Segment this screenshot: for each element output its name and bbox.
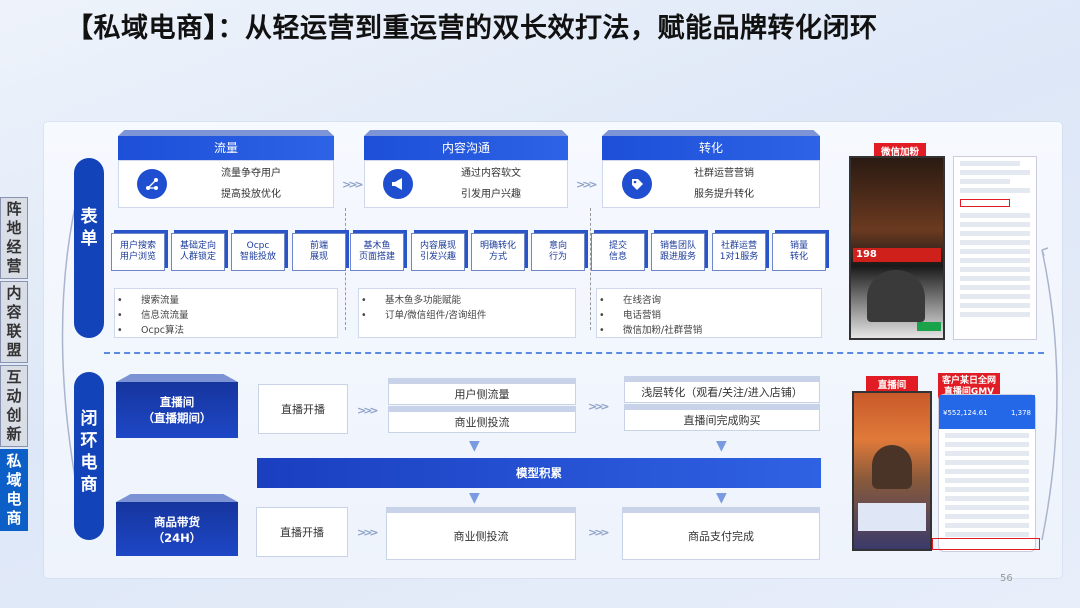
stage-line: 服务提升转化 (694, 189, 754, 200)
step-cube: 前端 展现 (292, 233, 346, 271)
flow-arc-left (61, 184, 81, 506)
step-cube: 社群运营 1对1服务 (712, 233, 766, 271)
step-cube: 用户搜索 用户浏览 (111, 233, 165, 271)
live-room-box: 直播间 （直播期间） (116, 382, 238, 438)
ad-person-photo (867, 270, 925, 322)
section-label-text: 表单 (80, 207, 98, 249)
section-label-form: 表单 (74, 158, 104, 338)
goods-paid-traffic-box: 商业侧投流 (386, 512, 576, 560)
live-room-tag: 直播间 (866, 376, 918, 395)
live-purchase-box: 直播间完成购买 (624, 409, 820, 431)
stage-line: 引发用户兴趣 (461, 189, 521, 200)
step-cube: Ocpc 智能投放 (231, 233, 285, 271)
flow-chevron: >>> (576, 178, 598, 191)
step-cube: 意向 行为 (531, 233, 585, 271)
gmv-count: 1,378 (1010, 409, 1031, 417)
product-shelf (858, 503, 926, 531)
sidebar-item-interaction[interactable]: 互动创新 (0, 365, 28, 447)
ad-price-banner: 198 (853, 248, 941, 262)
step-cube: 基础定向 人群锁定 (171, 233, 225, 271)
sidebar-nav: 阵地经营 内容联盟 互动创新 私域电商 (0, 197, 30, 533)
down-arrow-icon: ▼ (469, 490, 480, 506)
goods-start-box: 直播开播 (256, 507, 348, 557)
share-icon (137, 169, 167, 199)
paid-traffic-box: 商业侧投流 (388, 411, 576, 433)
bullet-item: 电话营销 (599, 308, 821, 323)
megaphone-icon (383, 169, 413, 199)
slide-title: 【私域电商】：从轻运营到重运营的双长效打法，赋能品牌转化闭环 (66, 13, 878, 44)
form-backend-screenshot (953, 156, 1037, 340)
sidebar-item-label: 私域电商 (6, 452, 22, 527)
flow-chevron: >>> (357, 404, 379, 417)
bullet-item: 基木鱼多功能赋能 (361, 293, 575, 308)
live-screenshot-phone (852, 391, 932, 551)
step-cube: 基木鱼 页面搭建 (350, 233, 404, 271)
sidebar-item-content[interactable]: 内容联盟 (0, 281, 28, 363)
stage-line: 流量争夺用户 (221, 168, 281, 179)
stage-line: 社群运营营销 (694, 168, 754, 179)
model-accumulation-bar: 模型积累 (257, 458, 821, 488)
goods-selling-box: 商品带货 （24H） (116, 502, 238, 556)
step-cube: 提交 信息 (591, 233, 645, 271)
flow-arc-right (1041, 247, 1058, 541)
step-cube: 内容展现 引发兴趣 (411, 233, 465, 271)
down-arrow-icon: ▼ (469, 438, 480, 454)
sidebar-item-private-ecom[interactable]: 私域电商 (0, 449, 28, 531)
section-label-loop: 闭环电商 (74, 372, 104, 540)
section-divider (104, 352, 1044, 354)
bullet-item: 信息流流量 (117, 308, 337, 323)
sidebar-item-label: 互动创新 (6, 368, 22, 443)
bullet-list-conversion: 在线咨询 电话营销 微信加粉/社群营销 (596, 288, 822, 338)
ad-screenshot-phone: 198 (849, 156, 945, 340)
goods-paid-box: 商品支付完成 (622, 512, 820, 560)
bullet-item: 在线咨询 (599, 293, 821, 308)
tag-icon (622, 169, 652, 199)
flow-chevron: >>> (357, 526, 379, 539)
user-traffic-box: 用户侧流量 (388, 383, 576, 405)
stage-header-traffic: 流量 (118, 136, 334, 160)
gmv-header: ¥552,124.61 1,378 (939, 395, 1035, 429)
sidebar-item-label: 阵地经营 (6, 200, 22, 275)
stage-line: 通过内容软文 (461, 168, 521, 179)
highlight-box (960, 199, 1010, 207)
stage-header-conversion: 转化 (602, 136, 820, 160)
ad-cta-button (917, 322, 941, 331)
step-cube: 销量 转化 (772, 233, 826, 271)
gmv-screenshot: ¥552,124.61 1,378 (938, 394, 1036, 552)
bullet-list-traffic: 搜索流量 信息流流量 Ocpc算法 (114, 288, 338, 338)
gmv-value: ¥552,124.61 (943, 409, 988, 417)
bullet-item: 搜索流量 (117, 293, 337, 308)
page-number: 56 (1000, 573, 1013, 584)
stage-line: 提高投放优化 (221, 189, 281, 200)
live-start-box: 直播开播 (258, 384, 348, 434)
group-divider (590, 208, 591, 330)
shallow-conversion-box: 浅层转化（观看/关注/进入店铺） (624, 381, 820, 403)
sidebar-item-position[interactable]: 阵地经营 (0, 197, 28, 279)
host-photo (872, 445, 912, 489)
section-label-text: 闭环电商 (80, 409, 98, 495)
bullet-list-content: 基木鱼多功能赋能 订单/微信组件/咨询组件 (358, 288, 576, 338)
bullet-item: 订单/微信组件/咨询组件 (361, 308, 575, 323)
stage-header-content: 内容沟通 (364, 136, 568, 160)
sidebar-item-label: 内容联盟 (6, 284, 22, 359)
flow-chevron: >>> (588, 526, 610, 539)
bullet-item: 微信加粉/社群营销 (599, 323, 821, 338)
down-arrow-icon: ▼ (716, 438, 727, 454)
down-arrow-icon: ▼ (716, 490, 727, 506)
flow-chevron: >>> (588, 400, 610, 413)
flow-chevron: >>> (342, 178, 364, 191)
step-cube: 明确转化 方式 (471, 233, 525, 271)
step-cube: 销售团队 跟进服务 (651, 233, 705, 271)
highlight-box (932, 538, 1040, 550)
bullet-item: Ocpc算法 (117, 323, 337, 338)
